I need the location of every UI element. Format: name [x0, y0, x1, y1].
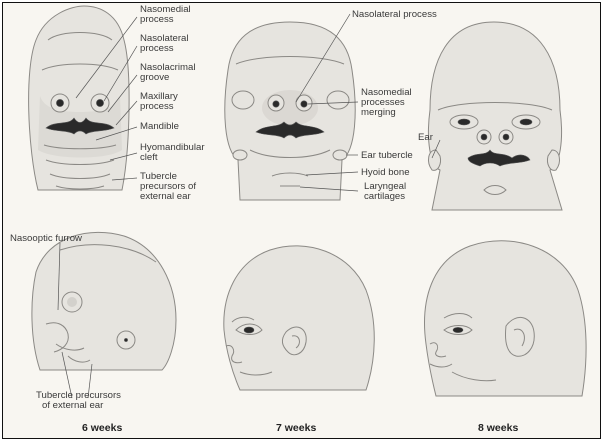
label-tubercle-precursors-ear-2: of external ear — [42, 400, 104, 411]
head-front-7-weeks: Nasolateral process Nasomedial processes… — [225, 9, 437, 202]
head-side-7-weeks — [224, 246, 374, 390]
head-side-8-weeks — [425, 241, 587, 396]
label-nasomedial-process-2: process — [140, 14, 174, 25]
label-nasolateral-process-2: process — [140, 43, 174, 54]
label-ear-tubercle: Ear tubercle — [361, 150, 413, 161]
label-nasooptic-furrow: Nasooptic furrow — [10, 233, 82, 244]
label-maxillary-process-2: process — [140, 101, 174, 112]
head-front-6-weeks: Nasomedial process Nasolateral process N… — [29, 4, 206, 202]
caption-8-weeks: 8 weeks — [478, 422, 518, 434]
label-nasolacrimal-groove-2: groove — [140, 72, 169, 83]
label-nasomedial-processes-3: merging — [361, 107, 396, 118]
head-side-6-weeks: Nasooptic furrow Tubercle precursors of … — [10, 232, 176, 411]
head-front-8-weeks: Ear — [418, 22, 562, 210]
label-hyoid-bone: Hyoid bone — [361, 167, 410, 178]
caption-6-weeks: 6 weeks — [82, 422, 122, 434]
label-ear: Ear — [418, 132, 434, 143]
label-mandible: Mandible — [140, 121, 179, 132]
label-nasolateral-process: Nasolateral process — [352, 9, 437, 20]
label-laryngeal-cartilages-2: cartilages — [364, 191, 405, 202]
caption-7-weeks: 7 weeks — [276, 422, 316, 434]
label-tubercle-precursors-3: external ear — [140, 191, 191, 202]
label-hyomandibular-cleft-2: cleft — [140, 152, 158, 163]
